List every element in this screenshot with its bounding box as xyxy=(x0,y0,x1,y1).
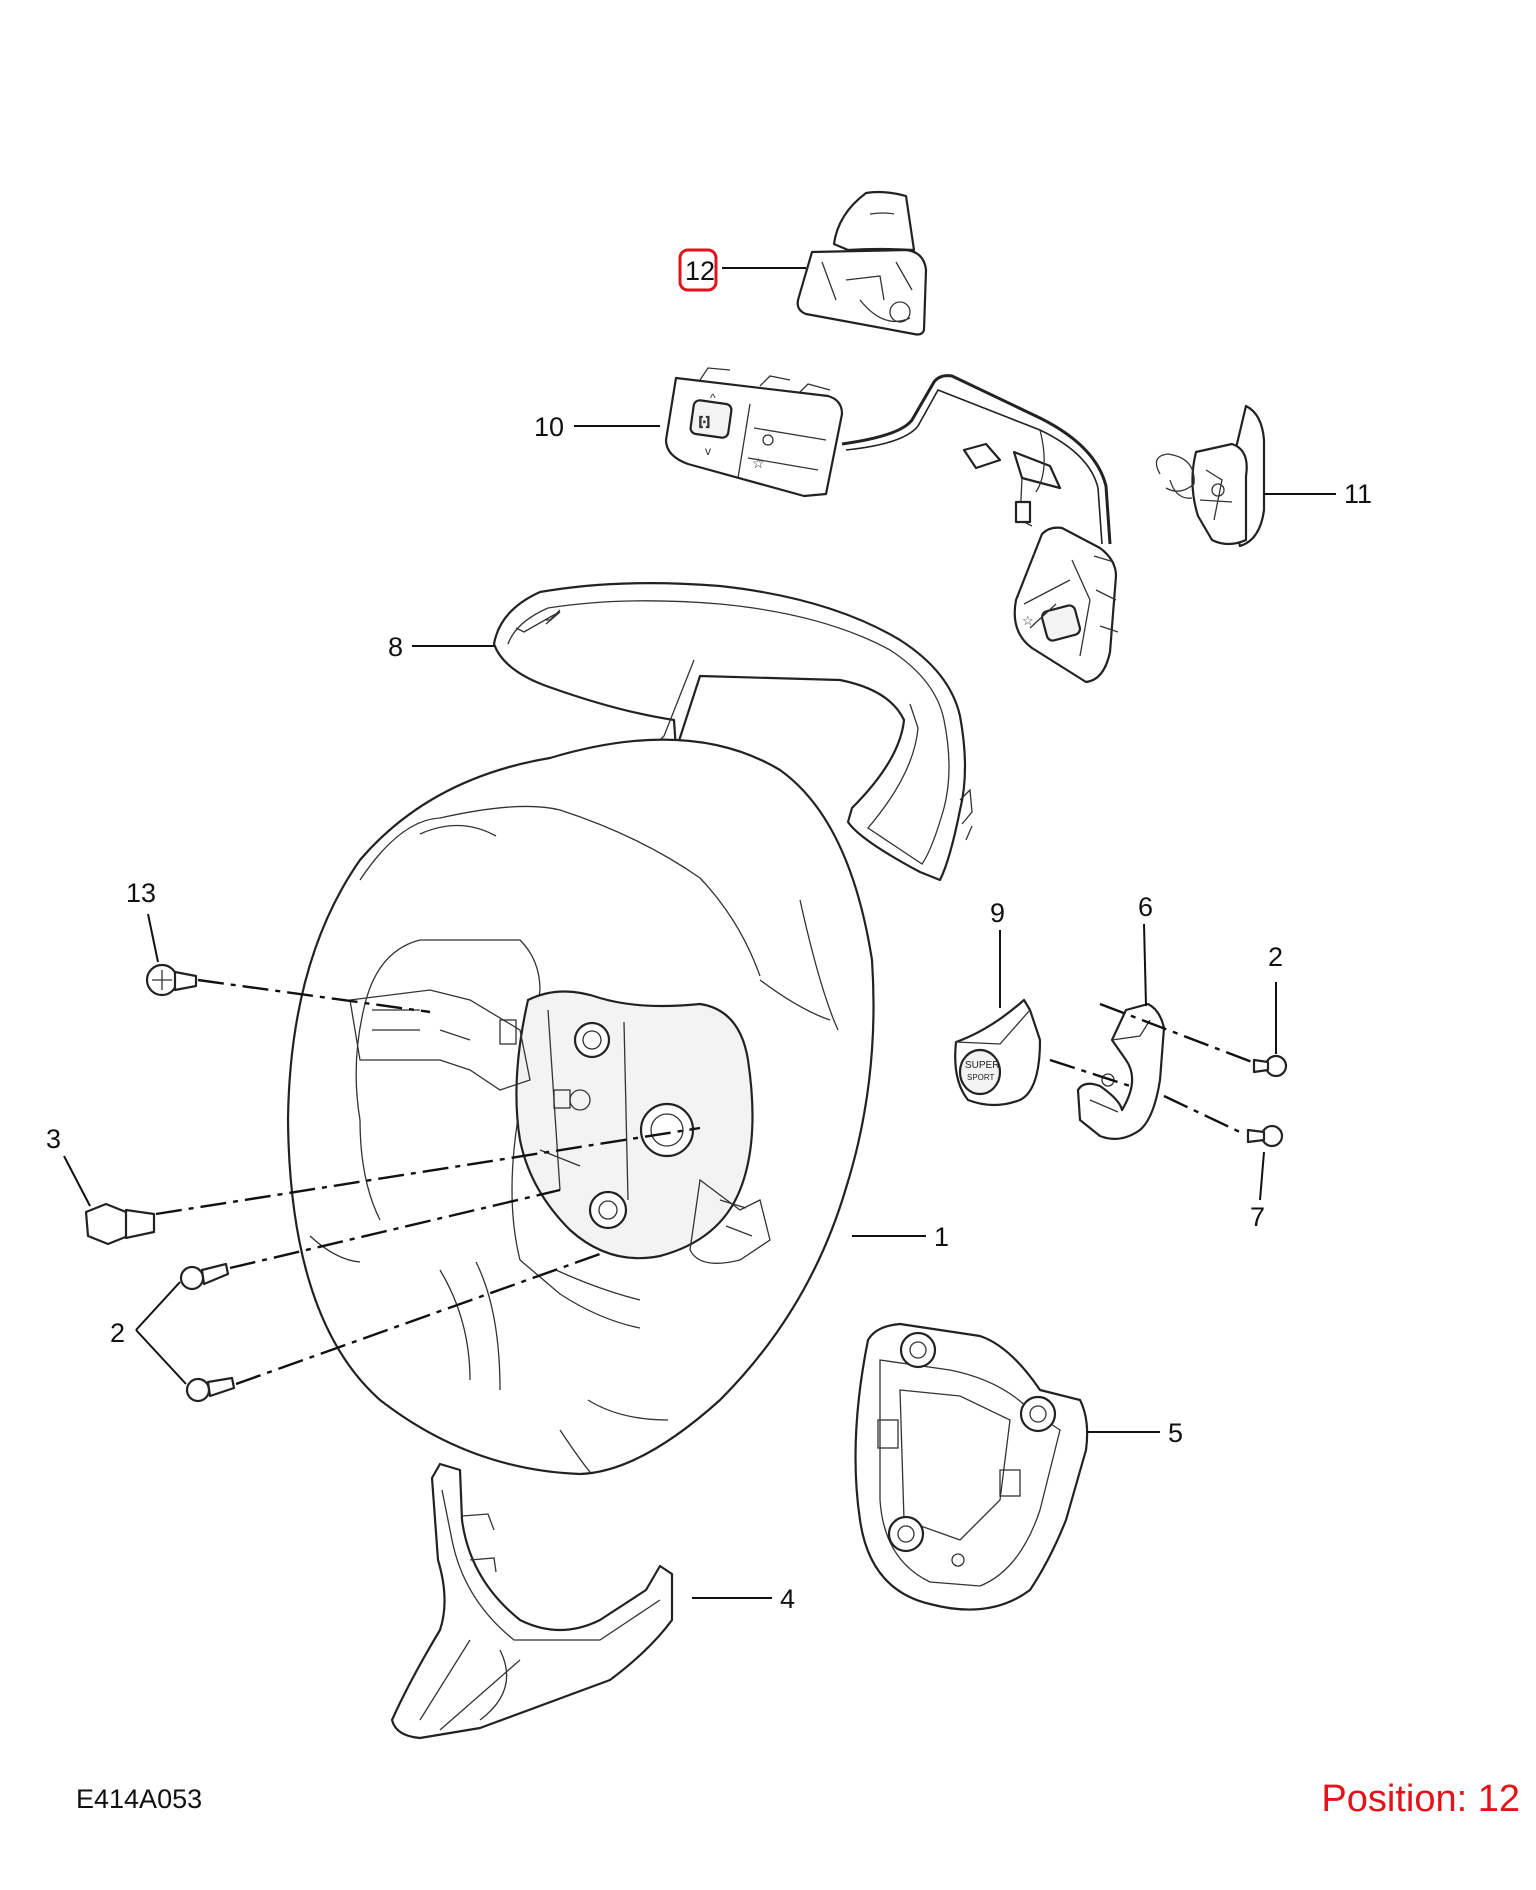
callout-10[interactable]: 10 xyxy=(534,412,564,442)
callout-8[interactable]: 8 xyxy=(388,632,403,662)
callout-11[interactable]: 11 xyxy=(1344,479,1372,509)
part-12-paddle-shifter[interactable] xyxy=(796,190,928,336)
nav-down-mark: v xyxy=(705,444,711,458)
callout-4[interactable]: 4 xyxy=(780,1584,795,1614)
nav-up-mark: ^ xyxy=(710,391,716,405)
part-2-screw-upper[interactable] xyxy=(179,1262,230,1291)
horn-label-line1: SUPER xyxy=(965,1060,999,1071)
leader-lines xyxy=(63,267,1336,1599)
callout-5[interactable]: 5 xyxy=(1168,1418,1183,1448)
part-11-paddle-shifter[interactable] xyxy=(1155,404,1266,548)
star-mark: ☆ xyxy=(752,455,765,471)
part-5-rear-cover[interactable] xyxy=(854,1322,1089,1611)
part-7-screw[interactable] xyxy=(1246,1124,1284,1148)
callouts: 12 10 11 8 13 9 6 2 3 1 2 7 5 4 xyxy=(46,248,1372,1614)
star-mark-right: ☆ xyxy=(1022,613,1034,628)
highlight-box xyxy=(678,248,718,292)
callout-6[interactable]: 6 xyxy=(1138,892,1153,922)
part-10-right-switch-pack[interactable]: ☆ xyxy=(1013,526,1119,684)
callout-9[interactable]: 9 xyxy=(990,898,1005,928)
part-1-steering-wheel[interactable] xyxy=(286,738,875,1476)
diagram-code: E414A053 xyxy=(76,1784,203,1814)
part-13-screw[interactable] xyxy=(145,963,198,997)
callout-3[interactable]: 3 xyxy=(46,1124,61,1154)
part-10-switch-pack[interactable]: [·] ^ v ☆ xyxy=(664,367,1112,545)
position-indicator: Position: 12 xyxy=(1321,1778,1520,1820)
part-2-screw-right[interactable] xyxy=(1252,1054,1288,1078)
callout-2-left[interactable]: 2 xyxy=(110,1318,125,1348)
horn-label-line2: SPORT xyxy=(967,1073,995,1082)
callout-2-right[interactable]: 2 xyxy=(1268,942,1283,972)
scroll-wheel-mark: [·] xyxy=(699,414,710,428)
part-4-lower-trim[interactable] xyxy=(390,1462,674,1740)
assembly-lines xyxy=(155,978,1253,1386)
callout-1[interactable]: 1 xyxy=(934,1222,949,1252)
callout-7[interactable]: 7 xyxy=(1250,1202,1265,1232)
part-2-screw-lower[interactable] xyxy=(185,1376,236,1403)
part-3-bolt[interactable] xyxy=(84,1202,156,1246)
callout-13[interactable]: 13 xyxy=(126,878,156,908)
part-9-horn[interactable]: SUPER SPORT xyxy=(954,998,1042,1107)
part-8-upper-bezel[interactable] xyxy=(492,581,973,882)
callout-12[interactable]: 12 xyxy=(685,256,715,286)
